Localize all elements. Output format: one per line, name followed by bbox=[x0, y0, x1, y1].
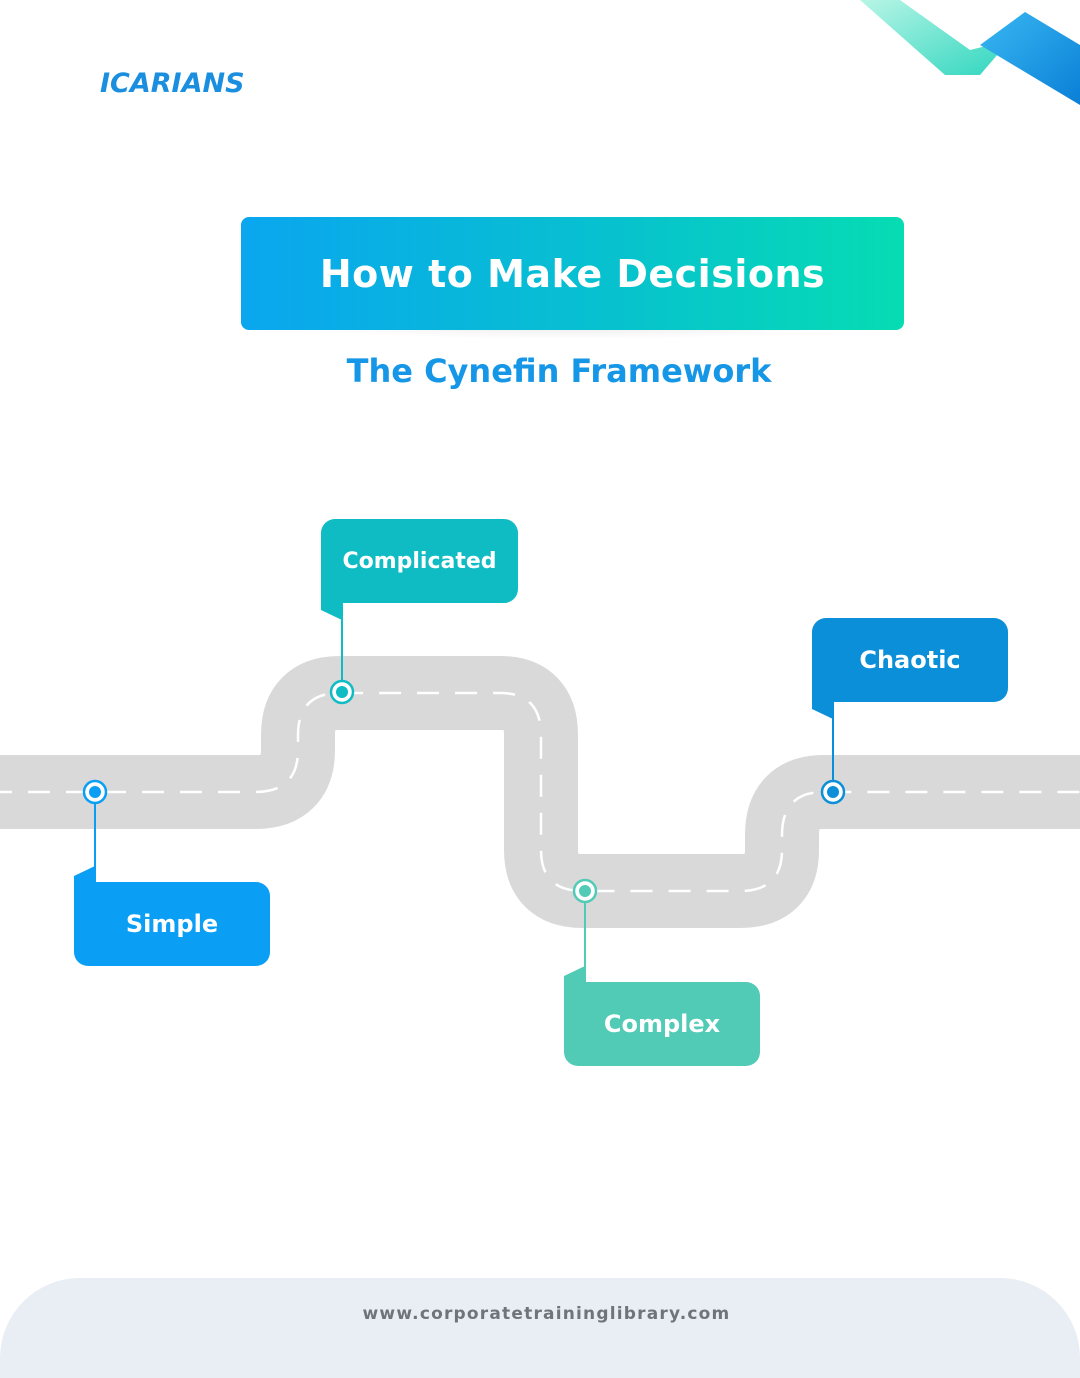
stage-label-complicated: Complicated bbox=[321, 519, 518, 603]
stage-label-chaotic: Chaotic bbox=[812, 618, 1008, 702]
stage-label-simple: Simple bbox=[74, 882, 270, 966]
tab-chaotic bbox=[812, 700, 833, 719]
tab-complicated bbox=[321, 600, 342, 620]
road-diagram bbox=[0, 600, 1080, 982]
marker-simple bbox=[82, 779, 108, 805]
stage-label-text: Chaotic bbox=[859, 646, 961, 674]
footer-url: www.corporatetraininglibrary.com bbox=[362, 1304, 731, 1324]
icarians-logo: ICARIANS bbox=[100, 68, 245, 99]
page-subtitle: The Cynefin Framework bbox=[346, 352, 772, 390]
tab-simple bbox=[74, 866, 95, 882]
stage-label-text: Simple bbox=[125, 910, 219, 938]
marker-chaotic bbox=[820, 779, 846, 805]
stage-label-complex: Complex bbox=[564, 982, 760, 1066]
road bbox=[0, 656, 1080, 928]
tab-complex bbox=[564, 966, 585, 982]
corner-ribbon-decoration bbox=[860, 0, 1080, 105]
footer-bar bbox=[0, 1278, 1080, 1378]
page-title: How to Make Decisions bbox=[319, 251, 826, 296]
marker-complex bbox=[572, 878, 598, 904]
road-center-line bbox=[0, 691, 1080, 893]
marker-complicated bbox=[329, 679, 355, 705]
title-banner: How to Make Decisions bbox=[241, 217, 904, 330]
stage-label-text: Complicated bbox=[342, 548, 497, 574]
stage-label-text: Complex bbox=[603, 1010, 721, 1038]
